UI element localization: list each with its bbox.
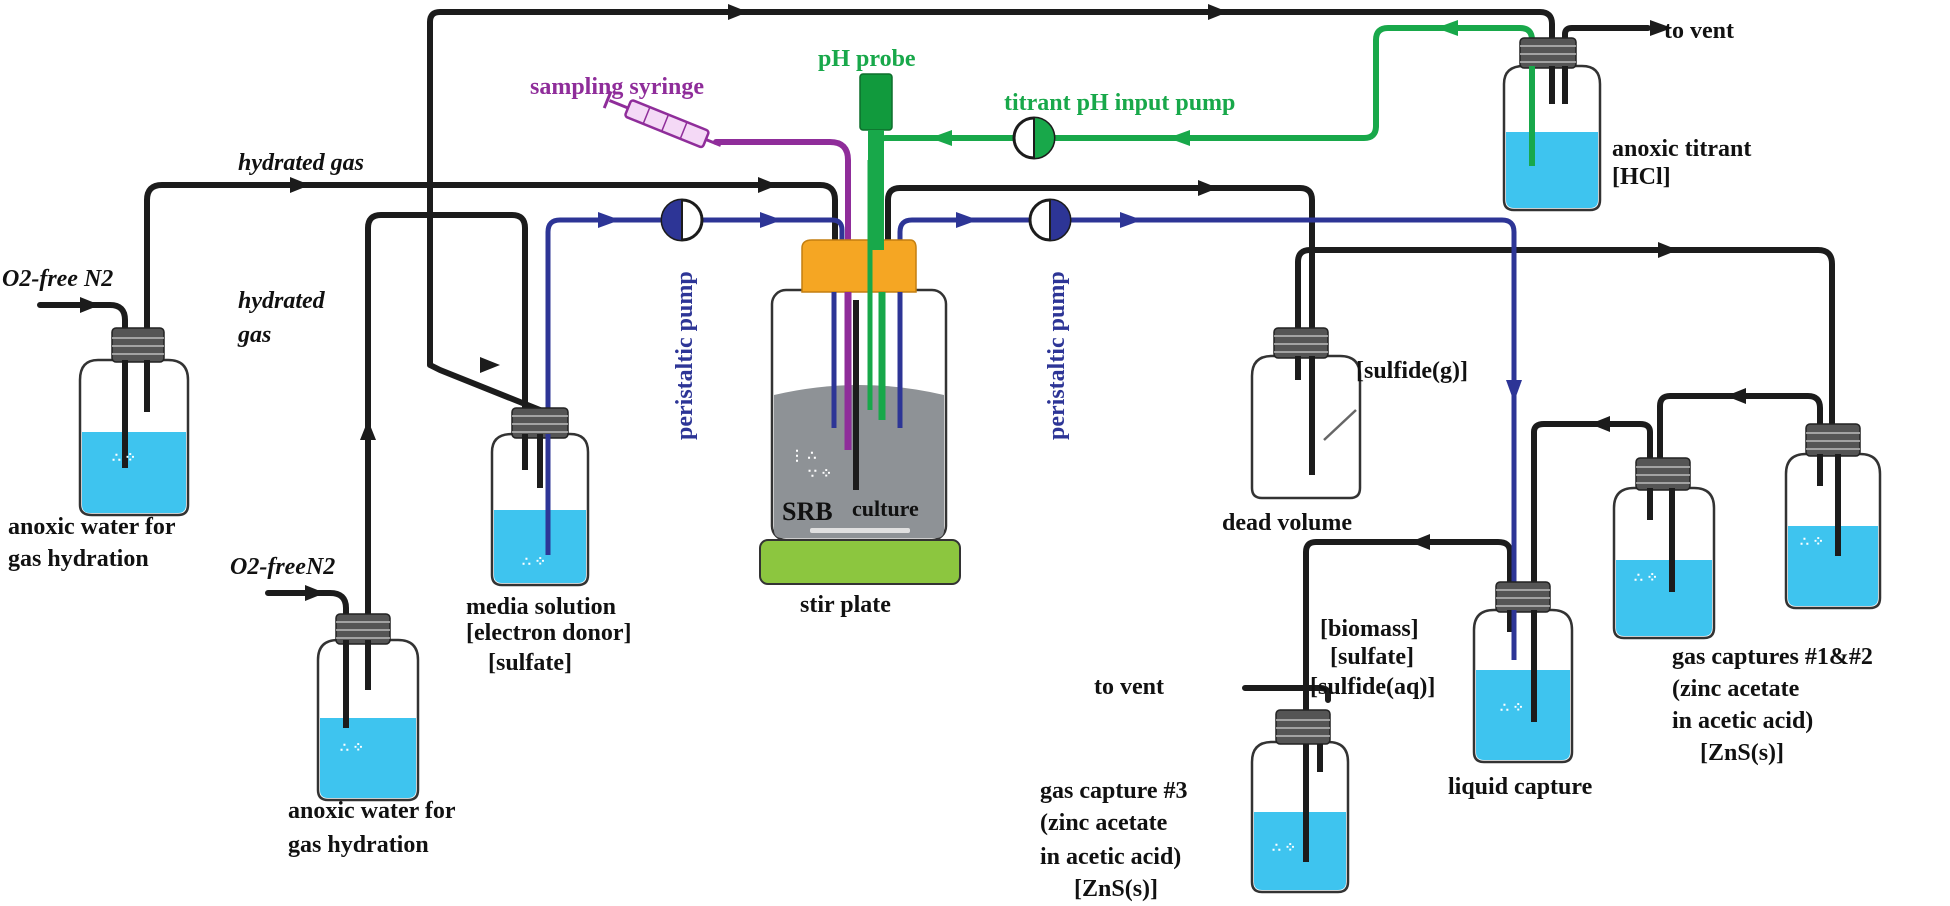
sulfide-g-label: [sulfide(g)] xyxy=(1356,358,1468,384)
ph-probe-icon[interactable] xyxy=(859,73,893,250)
media-label-3: [sulfate] xyxy=(488,650,572,676)
anoxic-titrant-label: anoxic titrant xyxy=(1612,136,1751,162)
svg-text:⋮ ∴: ⋮ ∴ xyxy=(790,449,817,464)
reactor-vessel: ⋮ ∴ ∵ ⁘ xyxy=(770,160,948,542)
titrant-pump-label: titrant pH input pump xyxy=(1004,90,1235,116)
gas-capture-3-label-4: [ZnS(s)] xyxy=(1074,876,1158,902)
bottle-media-solution: ∴ ⁘ xyxy=(490,407,590,587)
o2-free-n2-label-a: O2-free N2 xyxy=(2,266,113,292)
sampling-syringe-label: sampling syringe xyxy=(530,74,704,100)
culture-label: culture xyxy=(852,496,919,521)
svg-text:∴ ⁘: ∴ ⁘ xyxy=(1634,571,1658,586)
titrant-pump-icon[interactable] xyxy=(1012,116,1056,160)
peristaltic-pump-left-label: peristaltic pump xyxy=(672,271,698,440)
biomass-label-2: [sulfate] xyxy=(1330,644,1414,670)
media-label-1: media solution xyxy=(466,594,616,620)
stir-plate-label: stir plate xyxy=(800,592,891,618)
bottle-dead-volume xyxy=(1250,327,1362,500)
bottle-liquid-capture: ∴ ⁘ xyxy=(1472,581,1574,764)
syringe-icon[interactable] xyxy=(602,90,724,153)
to-vent-top-label: to vent xyxy=(1664,18,1734,44)
anoxic-water-a-label-1: anoxic water for xyxy=(8,514,176,540)
media-label-2: [electron donor] xyxy=(466,620,632,646)
biomass-label-1: [biomass] xyxy=(1320,616,1419,642)
gas-captures-12-label-2: (zinc acetate xyxy=(1672,676,1800,702)
bottle-anoxic-titrant xyxy=(1502,37,1602,212)
gas-captures-12-label-4: [ZnS(s)] xyxy=(1700,740,1784,766)
svg-text:∴ ⁘: ∴ ⁘ xyxy=(1272,841,1296,856)
gas-captures-12-label-1: gas captures #1&#2 xyxy=(1672,644,1873,670)
anoxic-water-a-label-2: gas hydration xyxy=(8,546,149,572)
hydrated-gas-mid-label-1: hydrated xyxy=(238,288,326,314)
peristaltic-pump-right-label: peristaltic pump xyxy=(1044,271,1070,440)
gas-capture-3-label-2: (zinc acetate xyxy=(1040,810,1168,836)
dead-volume-label: dead volume xyxy=(1222,510,1352,536)
anoxic-water-b-label-2: gas hydration xyxy=(288,832,429,858)
biomass-label-3: [sulfide(aq)] xyxy=(1310,674,1435,700)
o2-free-n2-label-b: O2-freeN2 xyxy=(230,554,335,580)
syringe-line xyxy=(602,90,851,458)
hydrated-gas-top-label: hydrated gas xyxy=(238,150,364,176)
to-vent-bottom-label: to vent xyxy=(1094,674,1164,700)
bottle-anoxic-water-a: ∴ ⁘ xyxy=(78,327,190,517)
hydrated-gas-mid-label-2: gas xyxy=(237,322,271,348)
stir-plate xyxy=(759,539,961,585)
gas-lines xyxy=(37,4,1835,843)
bottle-gas-capture-1: ∴ ⁘ xyxy=(1612,457,1716,640)
titrant-line xyxy=(871,20,1535,413)
bottle-gas-capture-2: ∴ ⁘ xyxy=(1784,423,1882,610)
svg-text:∴ ⁘: ∴ ⁘ xyxy=(112,451,136,466)
svg-text:∴ ⁘: ∴ ⁘ xyxy=(1800,535,1824,550)
peristaltic-pump-right-icon[interactable] xyxy=(1028,198,1072,242)
svg-text:∴ ⁘: ∴ ⁘ xyxy=(522,555,546,570)
bottle-gas-capture-3: ∴ ⁘ xyxy=(1250,709,1350,894)
gas-captures-12-label-3: in acetic acid) xyxy=(1672,708,1813,734)
bottle-anoxic-water-b: ∴ ⁘ xyxy=(316,613,420,802)
gas-capture-3-label-1: gas capture #3 xyxy=(1040,778,1188,804)
ph-probe-label: pH probe xyxy=(818,46,916,72)
svg-text:∵ ⁘: ∵ ⁘ xyxy=(808,467,832,482)
liquid-capture-label: liquid capture xyxy=(1448,774,1593,800)
srb-label: SRB xyxy=(782,497,833,526)
reactor-cap xyxy=(801,239,917,293)
peristaltic-pump-left-icon[interactable] xyxy=(660,198,704,242)
hcl-label: [HCl] xyxy=(1612,164,1671,190)
svg-text:∴ ⁘: ∴ ⁘ xyxy=(340,741,364,756)
svg-text:∴ ⁘: ∴ ⁘ xyxy=(1500,701,1524,716)
gas-capture-3-label-3: in acetic acid) xyxy=(1040,844,1181,870)
anoxic-water-b-label-1: anoxic water for xyxy=(288,798,456,824)
